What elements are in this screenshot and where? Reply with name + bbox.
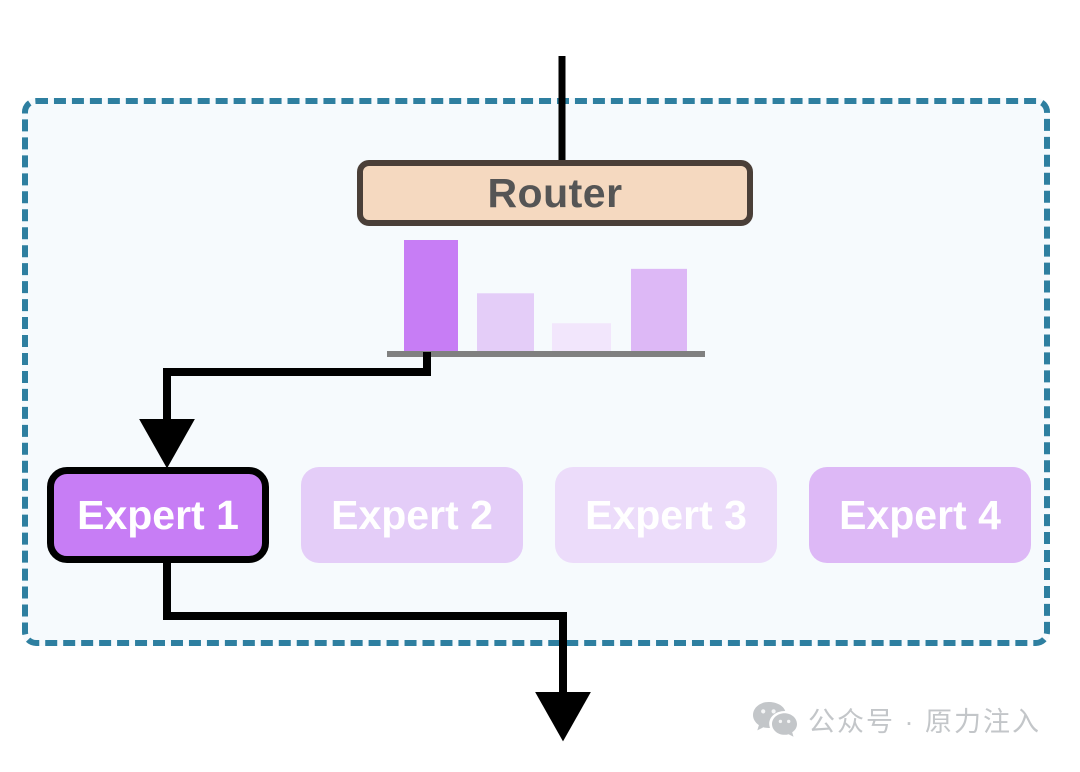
- router-box[interactable]: Router: [357, 160, 753, 226]
- wechat-icon: [753, 701, 797, 737]
- expert-label-4: Expert 4: [839, 491, 1001, 538]
- expert-label-3: Expert 3: [585, 491, 747, 538]
- router-label: Router: [487, 169, 623, 216]
- watermark: 公众号 · 原力注入: [752, 700, 1041, 739]
- expert-label-2: Expert 2: [331, 491, 493, 538]
- expert-box-3[interactable]: Expert 3: [555, 467, 777, 563]
- expert-box-2[interactable]: Expert 2: [301, 467, 523, 563]
- watermark-text: 公众号 · 原力注入: [808, 707, 1041, 737]
- expert-label-1: Expert 1: [77, 491, 239, 538]
- expert-box-1[interactable]: Expert 1: [47, 467, 269, 563]
- expert-box-4[interactable]: Expert 4: [809, 467, 1031, 563]
